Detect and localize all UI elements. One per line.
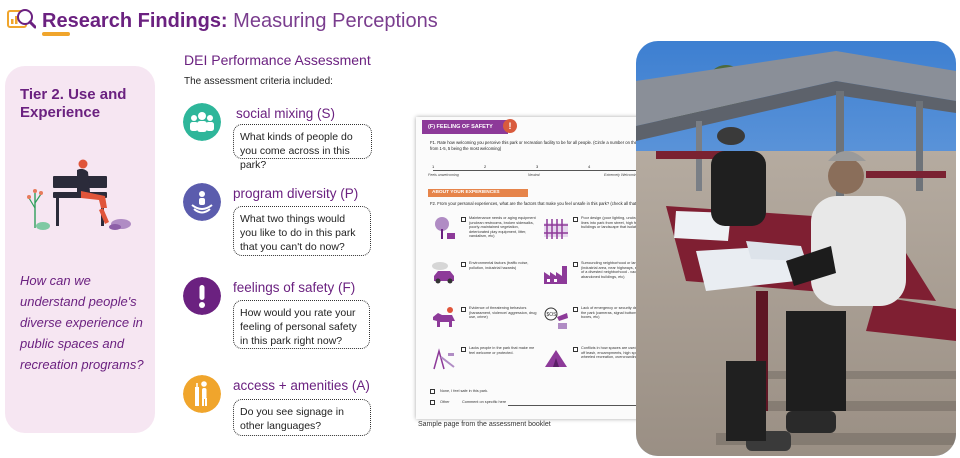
none-checkbox[interactable] (430, 389, 435, 394)
unsafe-factor-item: $OS Lack of emergency or security device… (542, 305, 654, 335)
accessibility-icon (183, 375, 221, 413)
unsafe-factor-checkbox[interactable] (461, 262, 466, 267)
unsafe-factor-text: Maintenance needs or aging equipment (un… (469, 216, 536, 239)
unsafe-factor-checkbox[interactable] (461, 217, 466, 222)
unsafe-factor-checkbox[interactable] (573, 307, 578, 312)
criterion-question-feelings-of-safety: How would you rate your feeling of perso… (233, 300, 370, 349)
security-camera-icon: $OS (544, 307, 568, 329)
rating-scale: 1 2 3 4 5 Feels unwelcoming Neutral Extr… (428, 164, 648, 178)
scale-number: 1 (432, 164, 435, 169)
fence-icon (544, 219, 568, 239)
booklet-alert-icon: ! (503, 119, 517, 133)
unsafe-factor-text: Conflicts in how spaces are used (dogs o… (581, 346, 648, 360)
people-group-icon (183, 103, 221, 141)
booklet-page: (F) FEELING OF SAFETY ! F1. Rate how wel… (416, 117, 660, 419)
magnifier-chart-icon (7, 9, 36, 29)
page-title-bold: Research Findings: (42, 10, 228, 32)
exclamation-icon (183, 277, 221, 315)
other-checkbox[interactable] (430, 400, 435, 405)
unsafe-factor-item: Poor design (poor lighting, unclear site… (542, 215, 654, 245)
unsafe-factor-text: Surrounding neighborhood or land uses (i… (581, 261, 651, 279)
aggressive-dog-icon (433, 307, 455, 327)
booklet-caption: Sample page from the assessment booklet (418, 421, 551, 428)
criterion-label-feelings-of-safety: feelings of safety (F) (233, 280, 356, 295)
unsafe-factor-text: Lacks people in the park that make me fe… (469, 346, 535, 355)
unsafe-factor-text: Environmental factors (traffic noise, po… (469, 261, 529, 270)
unsafe-factor-text: Evidence of threatening behaviors (haras… (469, 306, 537, 320)
unsafe-factor-item: Lacks people in the park that make me fe… (430, 345, 542, 375)
unsafe-factor-checkbox[interactable] (573, 262, 578, 267)
unsafe-factor-checkbox[interactable] (461, 307, 466, 312)
empty-playground-icon (433, 348, 455, 370)
person-on-bench-icon (27, 159, 131, 230)
scale-label-low: Feels unwelcoming (428, 173, 459, 177)
about-experiences-banner: ABOUT YOUR EXPERIENCES (428, 189, 528, 197)
criterion-label-program-diversity: program diversity (P) (233, 186, 359, 201)
assessment-title: DEI Performance Assessment (184, 52, 371, 68)
unsafe-factor-item: Conflicts in how spaces are used (dogs o… (542, 345, 654, 375)
criterion-label-social-mixing: social mixing (S) (236, 106, 336, 121)
tree-icon (435, 217, 455, 239)
page-title-light: Measuring Perceptions (227, 10, 438, 32)
other-option-text: Other (440, 400, 450, 404)
criterion-question-access-amenities: Do you see signage in other languages? (233, 399, 371, 436)
unsafe-factor-checkbox[interactable] (573, 347, 578, 352)
tent-icon (545, 350, 567, 367)
unsafe-factor-checkbox[interactable] (461, 347, 466, 352)
booklet-question-f2: F2. From your personal experiences, what… (430, 201, 649, 206)
page-title: Research Findings: Measuring Perceptions (42, 9, 438, 33)
rating-scale-line (433, 170, 643, 171)
scale-label-high: Extremely Welcoming (604, 173, 639, 177)
factory-icon (544, 266, 567, 284)
unsafe-factor-checkbox[interactable] (573, 217, 578, 222)
car-pollution-icon (432, 262, 454, 284)
unsafe-factor-item: Evidence of threatening behaviors (haras… (430, 305, 542, 335)
unsafe-factor-text: Poor design (poor lighting, unclear site… (581, 216, 649, 230)
tier-title: Tier 2. Use and Experience (20, 86, 127, 121)
assessment-intro: The assessment criteria included: (184, 76, 333, 87)
title-accent-bar (42, 32, 70, 36)
tier-question: How can we understand people's diverse e… (20, 273, 144, 372)
park-photo-icon (636, 41, 956, 456)
criterion-label-access-amenities: access + amenities (A) (233, 378, 370, 393)
scale-number: 3 (536, 164, 539, 169)
tier-card: Tier 2. Use and Experience How can we un… (5, 66, 155, 433)
booklet-header: (F) FEELING OF SAFETY (422, 120, 508, 134)
scale-number: 4 (588, 164, 591, 169)
comment-line (508, 405, 636, 406)
svg-text:$OS: $OS (547, 312, 558, 318)
unsafe-factor-item: Surrounding neighborhood or land uses (i… (542, 260, 654, 290)
criterion-question-social-mixing: What kinds of people do you come across … (233, 124, 372, 171)
booklet-question-f1: F1. Rate how welcoming you perceive this… (430, 140, 648, 151)
unsafe-factor-item: Environmental factors (traffic noise, po… (430, 260, 542, 290)
unsafe-factor-text: Lack of emergency or security devices in… (581, 306, 650, 320)
scale-number: 2 (484, 164, 487, 169)
scale-label-mid: Neutral (528, 173, 540, 177)
criterion-question-program-diversity: What two things would you like to do in … (233, 206, 371, 256)
program-icon (183, 183, 221, 221)
none-option-text: None, I feel safe in this park. (440, 389, 489, 393)
comment-prompt: Comment on specific here (462, 400, 507, 404)
unsafe-factor-item: Maintenance needs or aging equipment (un… (430, 215, 542, 245)
